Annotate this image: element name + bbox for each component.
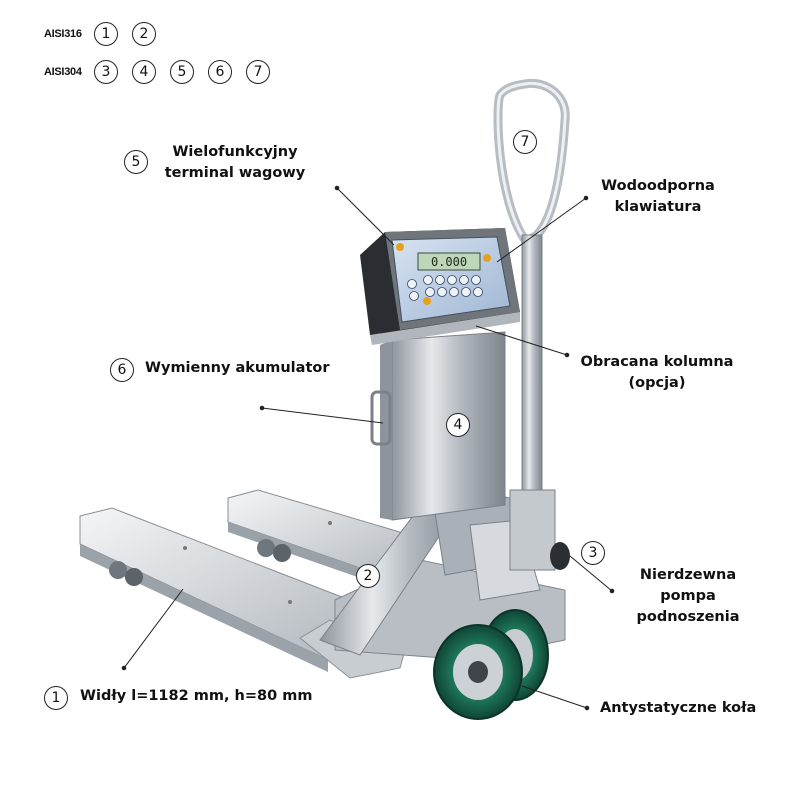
terminal-number-marker: 5 bbox=[124, 150, 148, 174]
weighing-terminal bbox=[360, 228, 520, 345]
callout-pump-line1: Nierdzewna pompa bbox=[639, 567, 737, 604]
load-wheels bbox=[433, 609, 549, 720]
marker-frame: 2 bbox=[356, 564, 380, 588]
leader-lines bbox=[121, 185, 615, 711]
callout-column-line2: (opcja) bbox=[628, 375, 686, 391]
callout-terminal-line1: Wielofunkcyjny bbox=[172, 144, 298, 160]
callout-column: Obracana kolumna (opcja) bbox=[574, 352, 740, 394]
leader-keyboard-dot bbox=[583, 195, 589, 201]
legend-label: AISI316 bbox=[44, 28, 82, 40]
leader-wheels bbox=[521, 685, 588, 709]
callout-pump-line2: podnoszenia bbox=[636, 609, 740, 625]
legend-row-aisi304: AISI304 3 4 5 6 7 bbox=[44, 60, 284, 84]
leader-keyboard bbox=[496, 197, 587, 263]
rear-fork bbox=[227, 489, 421, 590]
callout-column-line1: Obracana kolumna bbox=[580, 354, 734, 370]
steer-wheel bbox=[550, 542, 570, 570]
tiller-handle bbox=[493, 78, 570, 571]
leader-pump bbox=[569, 555, 613, 592]
legend-number: 6 bbox=[208, 60, 232, 84]
leader-battery-dot bbox=[259, 405, 265, 411]
callout-keyboard: Wodoodporna klawiatura bbox=[592, 176, 724, 218]
leader-terminal bbox=[336, 187, 395, 246]
legend-number: 2 bbox=[132, 22, 156, 46]
callout-battery: Wymienny akumulator bbox=[145, 360, 330, 376]
weighing-column bbox=[370, 331, 506, 521]
leader-forks-dot bbox=[121, 665, 127, 671]
callout-keyboard-line2: klawiatura bbox=[614, 199, 702, 215]
legend-number: 5 bbox=[170, 60, 194, 84]
callout-pump: Nierdzewna pompa podnoszenia bbox=[620, 565, 756, 628]
callout-keyboard-line1: Wodoodporna bbox=[601, 178, 715, 194]
forks-number-marker: 1 bbox=[44, 686, 68, 710]
callout-forks: Widły l=1182 mm, h=80 mm bbox=[80, 688, 313, 704]
leader-pump-dot bbox=[609, 588, 615, 594]
leader-column-dot bbox=[564, 352, 570, 358]
battery-number-marker: 6 bbox=[110, 358, 134, 382]
legend-number: 3 bbox=[94, 60, 118, 84]
marker-pump: 3 bbox=[581, 541, 605, 565]
leader-battery bbox=[261, 407, 384, 424]
leader-terminal-dot bbox=[334, 185, 340, 191]
callout-terminal: Wielofunkcyjny terminal wagowy bbox=[160, 142, 310, 184]
marker-column: 4 bbox=[446, 413, 470, 437]
display-reading: 0.000 bbox=[431, 255, 467, 269]
callout-terminal-line2: terminal wagowy bbox=[164, 165, 306, 181]
legend-number: 4 bbox=[132, 60, 156, 84]
callout-wheels: Antystatyczne koła bbox=[600, 700, 757, 716]
leader-wheels-dot bbox=[584, 705, 590, 711]
legend-number: 7 bbox=[246, 60, 270, 84]
legend-number: 1 bbox=[94, 22, 118, 46]
marker-handle: 7 bbox=[513, 130, 537, 154]
legend-row-aisi316: AISI316 1 2 bbox=[44, 22, 170, 46]
leader-forks bbox=[123, 588, 184, 669]
legend-label: AISI304 bbox=[44, 66, 82, 78]
leader-column bbox=[475, 325, 568, 356]
